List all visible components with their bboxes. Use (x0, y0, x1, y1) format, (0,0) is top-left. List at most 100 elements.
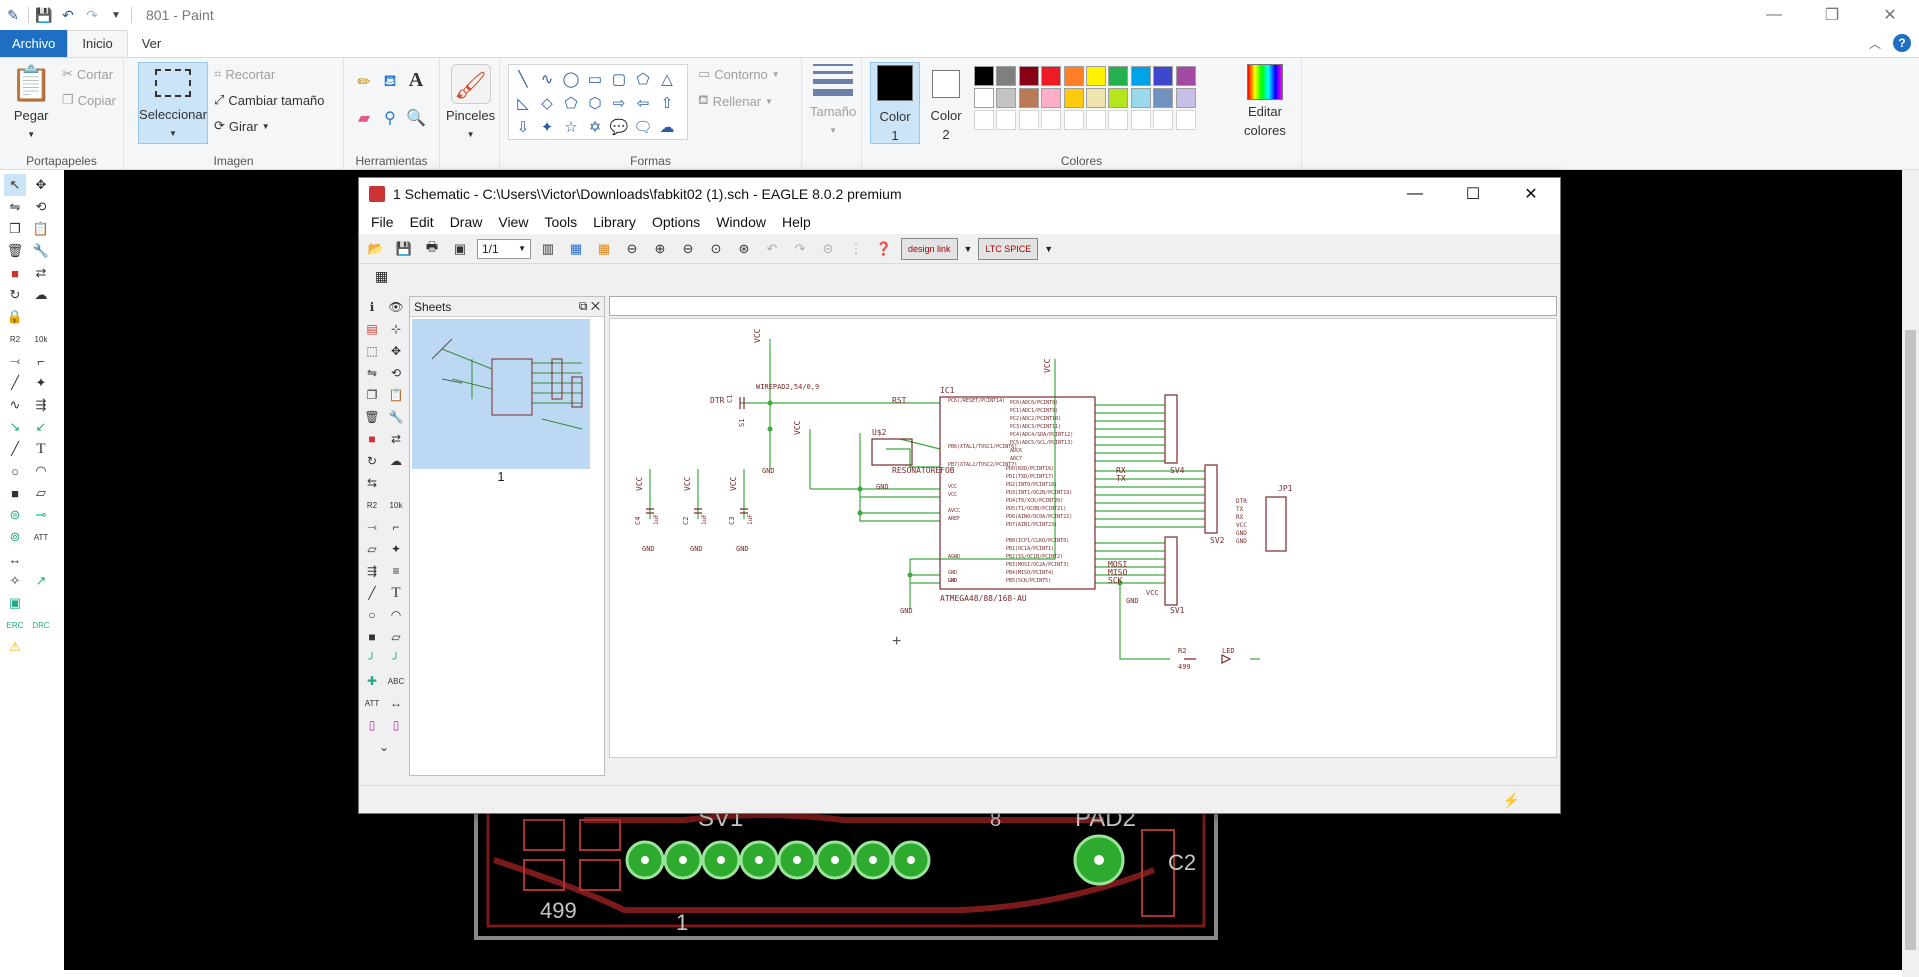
vertical-scrollbar[interactable] (1902, 170, 1919, 977)
color-swatch[interactable] (1130, 66, 1151, 86)
callout-oval-shape-icon[interactable]: 🗨 (633, 119, 653, 136)
wire-icon[interactable]: ╱ (368, 586, 376, 600)
replace-icon[interactable]: ⇄ (390, 432, 402, 446)
miter-icon[interactable]: ⌐ (392, 520, 400, 534)
dimension-icon[interactable]: ↔ (390, 696, 402, 710)
empty-color-slot[interactable] (1063, 110, 1084, 130)
copy-button[interactable]: ❐Copiar (62, 92, 116, 108)
color1-button[interactable]: Color 1 (870, 62, 920, 144)
select-button[interactable]: Seleccionar ▼ (138, 62, 208, 144)
grid-icon[interactable]: ▦ (375, 267, 389, 284)
empty-color-slot[interactable] (1018, 110, 1039, 130)
text-icon[interactable]: T (391, 584, 401, 601)
color-swatch[interactable] (1063, 88, 1084, 108)
chevron-down-icon[interactable]: ▼ (963, 243, 973, 254)
color-swatch[interactable] (1041, 66, 1062, 86)
arrow-down-shape-icon[interactable]: ⇩ (516, 119, 530, 136)
color-swatch[interactable] (1175, 88, 1196, 108)
color-swatch[interactable] (1018, 66, 1039, 86)
empty-color-slot[interactable] (1153, 110, 1174, 130)
crop-button[interactable]: ⌗Recortar (214, 66, 275, 82)
script-icon[interactable]: ▦ (569, 240, 583, 256)
color-swatch[interactable] (1086, 66, 1106, 86)
stop-icon[interactable]: ⊝ (822, 240, 834, 256)
design-link-button[interactable]: design link (901, 237, 958, 260)
value-icon[interactable]: 10k (389, 500, 403, 510)
minimize-button[interactable]: — (1407, 185, 1423, 202)
zoom-select-icon[interactable]: ⊙ (710, 240, 722, 256)
sheet-select[interactable]: 1/1▼ (477, 238, 531, 259)
color-swatch[interactable] (1130, 88, 1151, 108)
pencil-icon[interactable]: ✏ (357, 74, 371, 91)
add-icon[interactable]: ■ (368, 432, 376, 446)
menu-tools[interactable]: Tools (544, 214, 578, 230)
smash-icon[interactable]: ▱ (367, 542, 377, 556)
paste-icon[interactable]: 📋 (388, 388, 404, 402)
empty-color-slot[interactable] (1086, 110, 1106, 130)
color-swatch[interactable] (996, 66, 1017, 86)
show-icon[interactable]: 👁 (388, 300, 404, 314)
edit-colors-button[interactable]: Editar colores (1244, 64, 1286, 138)
menu-help[interactable]: Help (781, 214, 811, 230)
rounded-rect-shape-icon[interactable]: ▢ (611, 71, 627, 88)
collapse-ribbon-icon[interactable]: ︿ (1868, 36, 1881, 51)
zoom-out-icon[interactable]: ⊖ (682, 240, 694, 256)
color-swatch[interactable] (1063, 66, 1084, 86)
save-icon[interactable]: 💾 (35, 6, 53, 23)
arrow-left-shape-icon[interactable]: ⇦ (636, 95, 650, 112)
line-shape-icon[interactable]: ╲ (518, 71, 528, 88)
triangle-shape-icon[interactable]: △ (661, 71, 673, 88)
ltspice-button[interactable]: LTC SPICE (978, 237, 1039, 260)
junction-icon[interactable]: ✚ (366, 674, 378, 688)
color-swatch[interactable] (974, 66, 994, 86)
color-swatch[interactable] (1108, 88, 1129, 108)
wrench-icon[interactable]: 🔧 (388, 410, 404, 424)
magnifier-icon[interactable]: 🔍 (406, 110, 426, 127)
arrow-up-shape-icon[interactable]: ⇧ (660, 95, 674, 112)
chevron-down-icon[interactable]: ▼ (1044, 243, 1054, 254)
float-icon[interactable]: ⧉ (578, 299, 588, 313)
pinswap-icon[interactable]: ⇶ (366, 564, 378, 578)
fill-button[interactable]: ⛾Rellenar▼ (698, 92, 773, 110)
delete-icon[interactable]: 🗑 (364, 410, 380, 424)
color-swatch[interactable] (1153, 88, 1174, 108)
color-swatch[interactable] (996, 88, 1017, 108)
more-icon[interactable]: ⌄ (378, 740, 390, 754)
polygon-icon[interactable]: ▱ (391, 630, 401, 644)
resize-button[interactable]: ⤢Cambiar tamaño (214, 92, 325, 108)
frame-icon[interactable]: ▯ (368, 718, 376, 732)
pentagon-shape-icon[interactable]: ⬠ (564, 95, 578, 112)
maximize-button[interactable]: ❐ (1824, 7, 1840, 24)
color-swatch[interactable] (1153, 66, 1174, 86)
copy-icon[interactable]: ❐ (366, 388, 378, 402)
eraser-icon[interactable]: ▰ (357, 110, 371, 127)
name-icon[interactable]: R2 (366, 500, 378, 510)
redo-icon[interactable]: ↷ (794, 240, 806, 256)
empty-color-slot[interactable] (1041, 110, 1062, 130)
tab-file[interactable]: Archivo (0, 30, 68, 57)
swap-icon[interactable]: ↻ (366, 454, 378, 468)
empty-color-slot[interactable] (1175, 110, 1196, 130)
cloud-shape-icon[interactable]: ☁ (659, 119, 675, 136)
rect-icon[interactable]: ■ (368, 630, 376, 644)
zoom-fit-icon[interactable]: ⊖ (626, 240, 638, 256)
board-switch-icon[interactable]: ▥ (541, 240, 555, 256)
hexagon-shape-icon[interactable]: ⬡ (588, 95, 602, 112)
callout-rect-shape-icon[interactable]: 💬 (609, 119, 629, 136)
empty-color-slot[interactable] (1130, 110, 1151, 130)
ulp-icon[interactable]: ▦ (597, 240, 611, 256)
star4-shape-icon[interactable]: ✦ (540, 119, 554, 136)
info-icon[interactable]: ℹ (369, 300, 375, 314)
empty-color-slot[interactable] (996, 110, 1017, 130)
menu-draw[interactable]: Draw (449, 214, 483, 230)
split-icon[interactable]: ⤙ (367, 519, 377, 534)
optimize-icon[interactable]: ≡ (392, 564, 400, 578)
close-button[interactable]: ✕ (1524, 186, 1538, 203)
oval-shape-icon[interactable]: ◯ (562, 71, 580, 88)
attribute-icon[interactable]: ATT (364, 698, 380, 708)
diamond-shape-icon[interactable]: ◇ (541, 95, 553, 112)
command-line-input[interactable] (609, 296, 1557, 316)
fill-bucket-icon[interactable]: ⛾ (383, 73, 397, 90)
maximize-button[interactable]: ☐ (1465, 186, 1481, 203)
